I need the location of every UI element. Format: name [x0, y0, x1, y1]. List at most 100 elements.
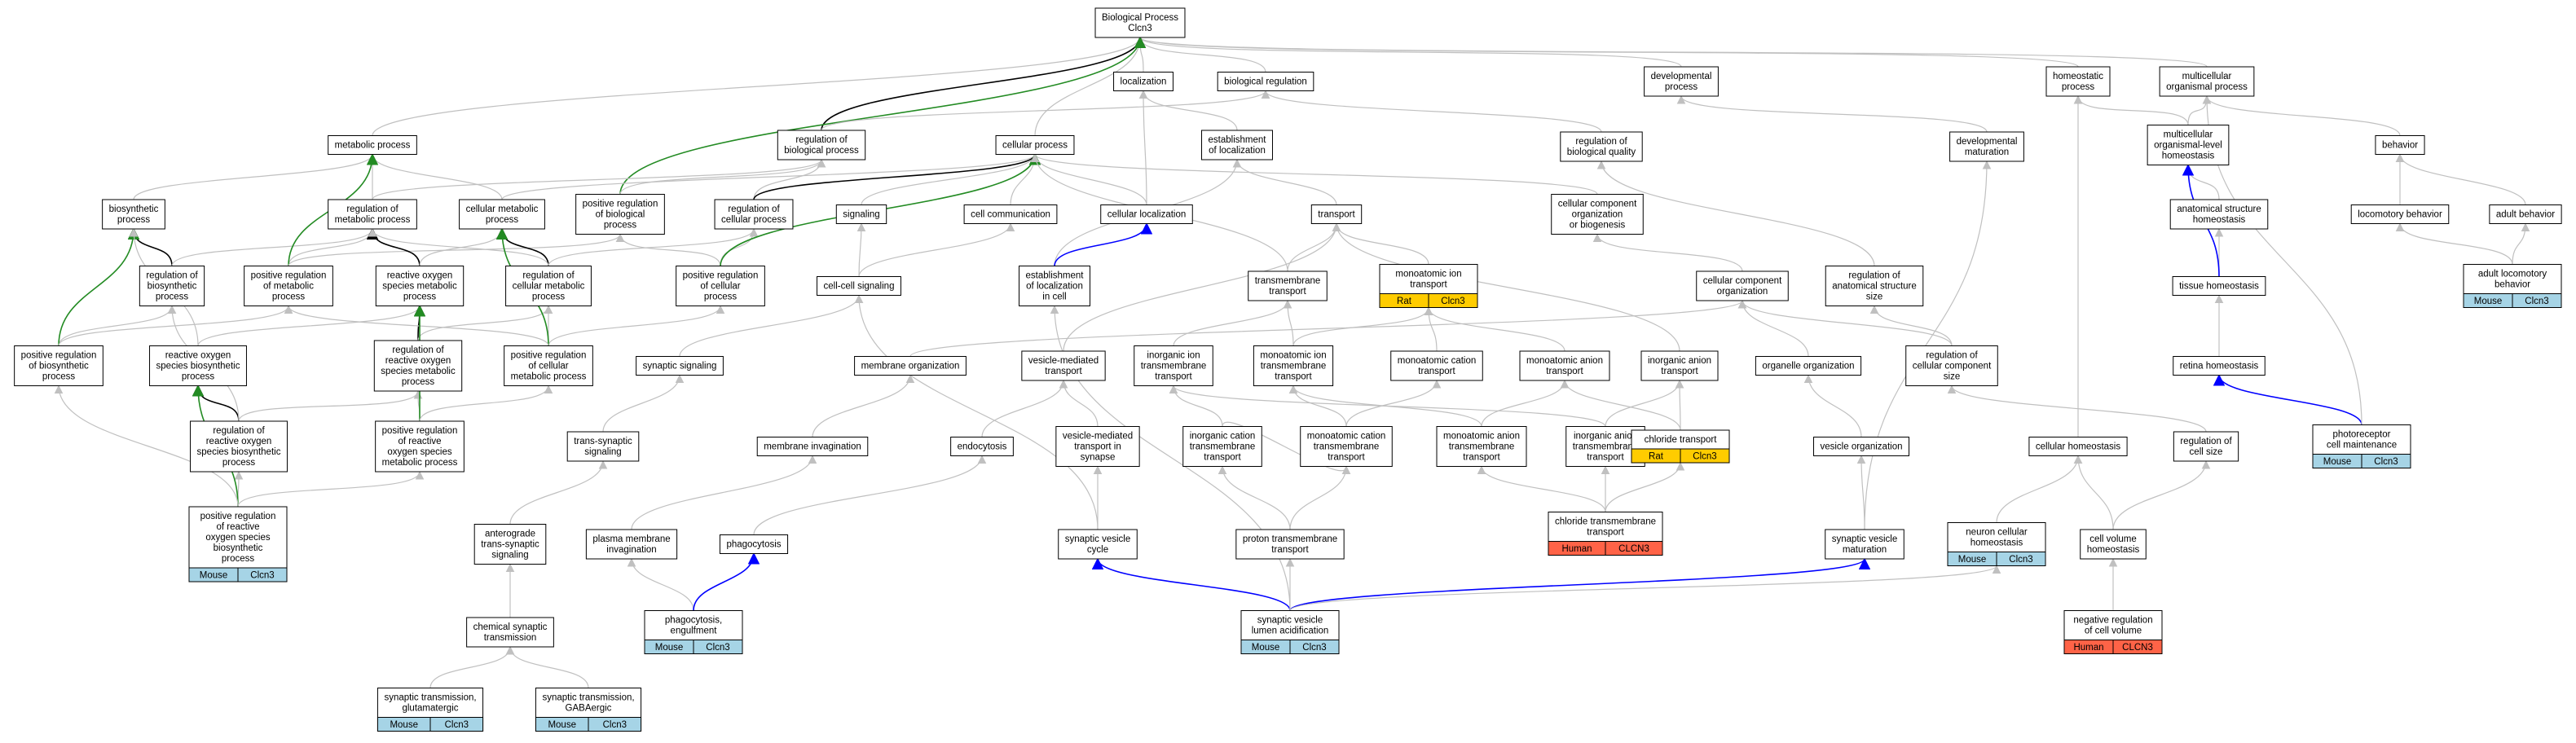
go-term-bioreg[interactable]: biological regulation — [1217, 72, 1314, 91]
go-term-cellproc[interactable]: cellular process — [995, 135, 1075, 155]
go-term-transport[interactable]: transport — [1310, 204, 1363, 224]
go-term-label: anterograde — [485, 530, 535, 539]
go-term-organelleorg[interactable]: organelle organization — [1755, 356, 1862, 376]
edge-chloridetm-to-chloride — [1605, 461, 1685, 512]
go-term-signaling[interactable]: signaling — [835, 204, 887, 224]
go-term-adultbeh[interactable]: adult behavior — [2489, 204, 2562, 224]
go-term-label: synaptic vesicle — [1257, 616, 1323, 626]
go-term-label: signaling — [491, 551, 528, 561]
go-term-synsig[interactable]: synaptic signaling — [636, 356, 724, 376]
go-term-label: positive regulation — [21, 351, 97, 361]
go-term-behavior[interactable]: behavior — [2375, 135, 2425, 155]
go-term-endocytosis[interactable]: endocytosis — [950, 437, 1014, 456]
go-term-synglut[interactable]: synaptic transmission,glutamatergicMouse… — [376, 688, 484, 732]
edge-rosbiosyn-to-rosmet — [197, 305, 425, 346]
go-term-metabolic[interactable]: metabolic process — [328, 135, 417, 155]
gene-label: Clcn3 — [250, 571, 274, 581]
go-term-label: cellular component — [1703, 276, 1782, 286]
go-term-localization[interactable]: localization — [1113, 72, 1174, 91]
go-term-box — [756, 437, 869, 456]
go-term-tissuehomeo[interactable]: tissue homeostasis — [2172, 276, 2266, 296]
go-term-retinahomeo[interactable]: retina homeostasis — [2173, 356, 2266, 376]
go-term-memorg[interactable]: membrane organization — [854, 356, 967, 376]
edge-synvesmat-to-vesorg — [1856, 455, 1866, 530]
go-term-cellsig[interactable]: cell-cell signaling — [817, 276, 901, 296]
go-term-label: regulation of — [346, 204, 399, 214]
go-term-meminvag[interactable]: membrane invagination — [756, 437, 869, 456]
go-term-vesorg[interactable]: vesicle organization — [1812, 437, 1910, 456]
go-term-cellcomm[interactable]: cell communication — [963, 204, 1058, 224]
go-term-cellloc[interactable]: cellular localization — [1100, 204, 1193, 224]
go-term-label: cellular homeostasis — [2036, 442, 2120, 452]
go-term-locobeh[interactable]: locomotory behavior — [2350, 204, 2450, 224]
go-term-cellhomeo[interactable]: cellular homeostasis — [2028, 437, 2128, 456]
go-term-phagocytosis[interactable]: phagocytosis — [719, 534, 789, 554]
edge-synglut-to-chemsyn — [429, 645, 515, 688]
go-term-label: cell maintenance — [2327, 441, 2397, 451]
go-term-box — [1248, 270, 1328, 301]
